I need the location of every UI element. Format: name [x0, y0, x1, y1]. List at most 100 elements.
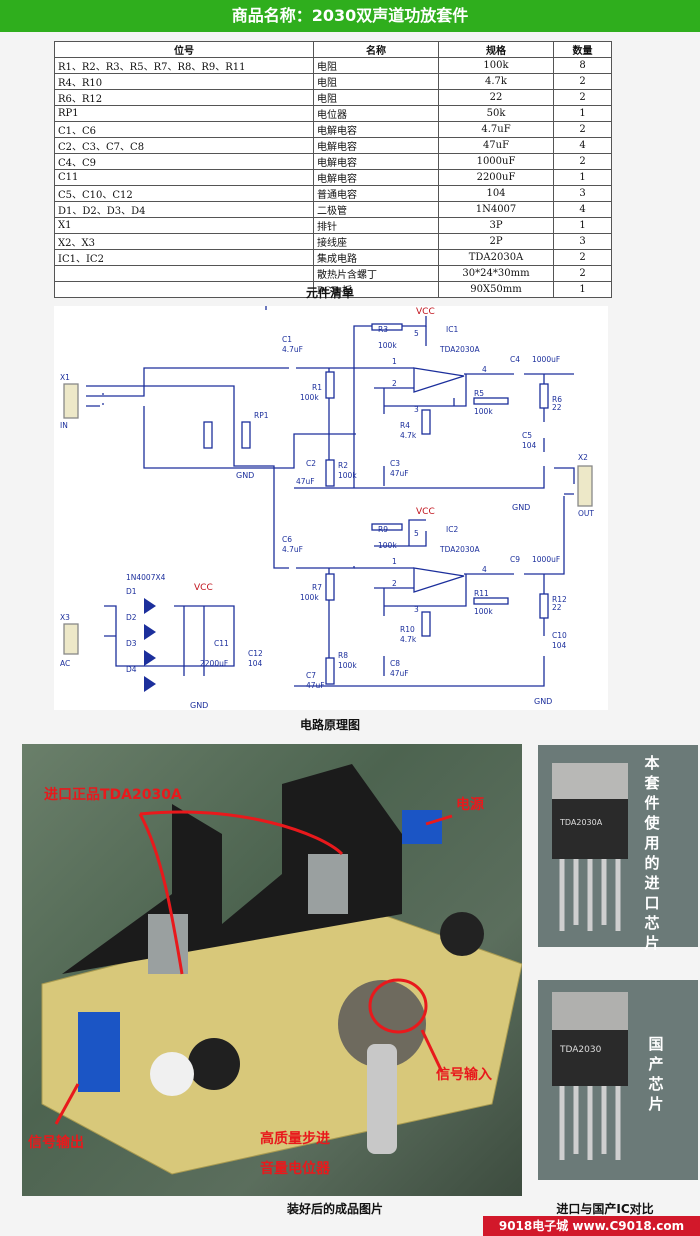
- cell-qty: 2: [553, 153, 612, 170]
- cell-name: 电阻: [313, 89, 439, 106]
- domestic-chip-photo: TDA2030 国产芯片: [538, 980, 698, 1180]
- svg-text:VCC: VCC: [416, 507, 435, 517]
- cell-qty: 8: [553, 57, 612, 74]
- svg-text:R7: R7: [312, 583, 322, 592]
- svg-text:X1: X1: [60, 373, 70, 382]
- svg-text:C2: C2: [306, 459, 316, 468]
- cell-name: 电阻: [313, 73, 439, 90]
- cell-name: 二极管: [313, 201, 439, 218]
- cell-position: R4、R10: [54, 73, 314, 90]
- svg-text:47uF: 47uF: [390, 469, 409, 478]
- cell-position: C5、C10、C12: [54, 185, 314, 202]
- svg-text:C5: C5: [522, 431, 532, 440]
- cell-qty: 1: [553, 169, 612, 186]
- svg-text:GND: GND: [512, 503, 530, 512]
- cell-spec: 2P: [438, 233, 554, 250]
- svg-text:GND: GND: [236, 471, 254, 480]
- svg-text:1000uF: 1000uF: [532, 555, 560, 564]
- svg-text:D1: D1: [126, 587, 137, 596]
- svg-text:100k: 100k: [378, 541, 397, 550]
- svg-text:C11: C11: [214, 639, 229, 648]
- cell-name: 电位器: [313, 105, 439, 122]
- annotation-signal-in: 信号输入: [436, 1067, 492, 1083]
- svg-text:104: 104: [522, 441, 537, 450]
- cell-position: X2、X3: [54, 233, 314, 250]
- cell-position: X1: [54, 217, 314, 234]
- svg-text:2: 2: [392, 379, 397, 388]
- annotation-pot-line1: 高质量步进: [260, 1131, 330, 1147]
- svg-text:R5: R5: [474, 389, 484, 398]
- chip-compare-caption: 进口与国产IC对比: [556, 1202, 654, 1216]
- svg-text:100k: 100k: [474, 607, 493, 616]
- svg-text:4.7k: 4.7k: [400, 431, 417, 440]
- cell-qty: 4: [553, 201, 612, 218]
- svg-text:IN: IN: [60, 421, 68, 430]
- svg-text:100k: 100k: [338, 471, 357, 480]
- svg-text:22: 22: [552, 603, 562, 612]
- svg-text:TDA2030A: TDA2030A: [439, 345, 480, 354]
- svg-text:X2: X2: [578, 453, 588, 462]
- svg-text:47uF: 47uF: [390, 669, 409, 678]
- cell-name: 接线座: [313, 233, 439, 250]
- page-header: 商品名称：2030双声道功放套件: [0, 0, 700, 32]
- svg-text:C6: C6: [282, 535, 292, 544]
- svg-text:100k: 100k: [300, 393, 319, 402]
- cell-position: [54, 281, 314, 298]
- svg-text:2: 2: [392, 579, 397, 588]
- cell-spec: 4.7uF: [438, 121, 554, 138]
- domestic-chip-label: 国产芯片: [648, 1035, 664, 1113]
- svg-text:4.7uF: 4.7uF: [282, 545, 303, 554]
- import-chip-image: TDA2030A: [552, 763, 628, 931]
- svg-text:100k: 100k: [300, 593, 319, 602]
- svg-text:GND: GND: [190, 701, 208, 710]
- domestic-chip-image: TDA2030: [552, 992, 628, 1160]
- cell-position: IC1、IC2: [54, 249, 314, 266]
- cell-name: 散热片含螺丁: [313, 265, 439, 282]
- svg-text:4: 4: [482, 565, 487, 574]
- svg-text:4: 4: [482, 365, 487, 374]
- cell-qty: 2: [553, 265, 612, 282]
- col-header-position: 位号: [54, 41, 314, 58]
- svg-text:1: 1: [392, 357, 397, 366]
- cell-position: C4、C9: [54, 153, 314, 170]
- svg-text:IC2: IC2: [446, 525, 458, 534]
- cell-qty: 2: [553, 249, 612, 266]
- svg-text:C12: C12: [248, 649, 263, 658]
- svg-text:R11: R11: [474, 589, 489, 598]
- svg-text:47uF: 47uF: [306, 681, 325, 690]
- cell-spec: 90X50mm: [438, 281, 554, 298]
- col-header-qty: 数量: [553, 41, 612, 58]
- svg-text:100k: 100k: [338, 661, 357, 670]
- cell-spec: TDA2030A: [438, 249, 554, 266]
- cell-name: 电解电容: [313, 121, 439, 138]
- annotation-signal-out: 信号输出: [28, 1135, 84, 1151]
- svg-text:R12: R12: [552, 595, 567, 604]
- svg-text:2200uF: 2200uF: [200, 659, 228, 668]
- cell-qty: 1: [553, 105, 612, 122]
- cell-position: R6、R12: [54, 89, 314, 106]
- col-header-spec: 规格: [438, 41, 554, 58]
- svg-text:TDA2030A: TDA2030A: [439, 545, 480, 554]
- svg-text:C8: C8: [390, 659, 400, 668]
- board-illustration: [41, 764, 523, 1175]
- cell-name: 普通电容: [313, 185, 439, 202]
- svg-text:4.7k: 4.7k: [400, 635, 417, 644]
- cell-spec: 2200uF: [438, 169, 554, 186]
- assembled-board-photo: 进口正品TDA2030A 电源 信号输入 信号输出 高质量步进 音量电位器: [22, 744, 523, 1196]
- cell-spec: 47uF: [438, 137, 554, 154]
- annotation-pot-line2: 音量电位器: [260, 1161, 330, 1177]
- svg-text:AC: AC: [60, 659, 70, 668]
- cell-spec: 30*24*30mm: [438, 265, 554, 282]
- cell-qty: 3: [553, 185, 612, 202]
